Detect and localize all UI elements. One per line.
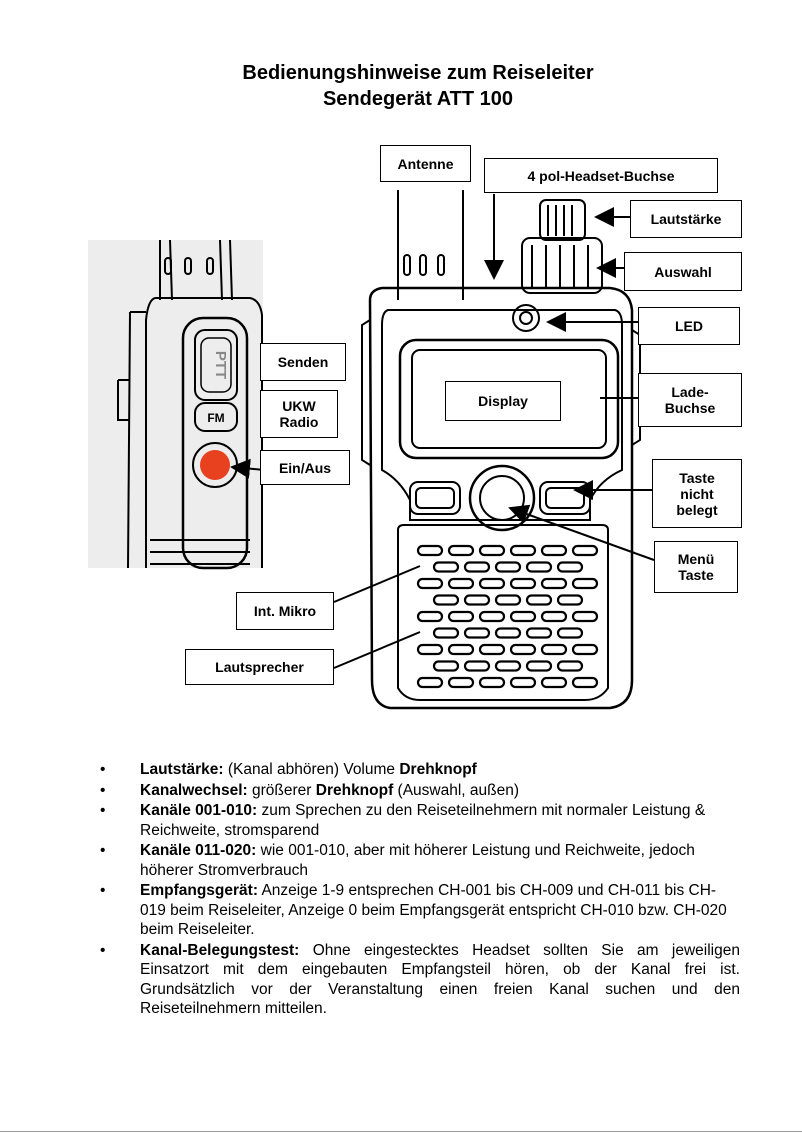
speaker-slot (494, 594, 522, 606)
speaker-slot (525, 660, 553, 672)
speaker-slot (509, 610, 537, 623)
fm-text: FM (207, 411, 224, 425)
speaker-slot (494, 627, 522, 639)
speaker-slot (432, 561, 460, 573)
bottom-rule (0, 1131, 802, 1132)
speaker-slot (540, 643, 568, 656)
speaker-slot (556, 660, 584, 672)
power-button (200, 450, 230, 480)
label-display: Display (445, 381, 561, 421)
list-item: •Kanäle 011-020: wie 001-010, aber mit h… (100, 842, 695, 879)
label-int-mikro: Int. Mikro (236, 592, 334, 630)
speaker-slot (478, 676, 506, 689)
speaker-slot (509, 643, 537, 656)
label-taste-nicht-belegt: Taste nicht belegt (652, 459, 742, 528)
list-item: •Kanal-Belegungstest: Ohne eingestecktes… (100, 941, 740, 1018)
label-headset-buchse: 4 pol-Headset-Buchse (484, 158, 718, 193)
speaker-grille (416, 544, 599, 689)
label-senden: Senden (260, 343, 346, 381)
speaker-slot (525, 561, 553, 573)
speaker-slot (556, 627, 584, 639)
label-ein-aus: Ein/Aus (260, 450, 350, 485)
speaker-slot (416, 544, 444, 557)
speaker-slot (509, 544, 537, 557)
speaker-slot (571, 676, 599, 689)
speaker-slot (556, 561, 584, 573)
speaker-slot (416, 577, 444, 590)
label-antenne: Antenne (380, 145, 471, 182)
ptt-text: PTT (212, 351, 229, 379)
instruction-list: •Lautstärke: (Kanal abhören) Volume Dreh… (100, 760, 740, 1020)
list-item: •Kanäle 001-010: zum Sprechen zu den Rei… (100, 802, 706, 839)
label-lade-buchse: Lade- Buchse (638, 373, 742, 427)
speaker-slot (571, 544, 599, 557)
speaker-slot (478, 643, 506, 656)
speaker-slot (447, 577, 475, 590)
speaker-slot (571, 610, 599, 623)
list-item: •Empfangsgerät: Anzeige 1-9 entsprechen … (100, 882, 727, 938)
speaker-slot (540, 577, 568, 590)
label-ukw-radio: UKW Radio (260, 390, 338, 438)
speaker-slot (432, 594, 460, 606)
speaker-slot (478, 610, 506, 623)
label-led: LED (638, 307, 740, 345)
page-subtitle: Sendegerät ATT 100 (322, 88, 514, 110)
speaker-slot (463, 561, 491, 573)
speaker-slot (447, 676, 475, 689)
list-item: •Kanalwechsel: größerer Drehknopf (Auswa… (100, 781, 520, 799)
speaker-slot (432, 627, 460, 639)
speaker-slot (556, 594, 584, 606)
speaker-slot (525, 627, 553, 639)
speaker-slot (463, 660, 491, 672)
page-title: Bedienungshinweise zum Reiseleiter (242, 62, 594, 84)
speaker-slot (463, 627, 491, 639)
label-lautstaerke: Lautstärke (630, 200, 742, 238)
speaker-slot (416, 643, 444, 656)
label-menue-taste: Menü Taste (654, 541, 738, 593)
speaker-slot (478, 544, 506, 557)
speaker-slot (447, 544, 475, 557)
speaker-slot (494, 561, 522, 573)
radio-illustration: PTT FM (88, 190, 655, 710)
speaker-slot (416, 610, 444, 623)
label-auswahl: Auswahl (624, 252, 742, 291)
speaker-slot (416, 676, 444, 689)
speaker-slot (509, 676, 537, 689)
speaker-slot (447, 610, 475, 623)
list-item: •Lautstärke: (Kanal abhören) Volume Dreh… (100, 761, 477, 778)
speaker-slot (525, 594, 553, 606)
speaker-slot (571, 643, 599, 656)
speaker-slot (463, 594, 491, 606)
speaker-slot (540, 544, 568, 557)
speaker-slot (447, 643, 475, 656)
speaker-slot (509, 577, 537, 590)
speaker-slot (432, 660, 460, 672)
speaker-slot (571, 577, 599, 590)
leader-lines (230, 194, 655, 669)
speaker-slot (494, 660, 522, 672)
speaker-slot (540, 676, 568, 689)
front-view (361, 190, 641, 710)
side-view (88, 239, 263, 570)
label-lautsprecher: Lautsprecher (185, 649, 334, 685)
speaker-slot (540, 610, 568, 623)
speaker-slot (478, 577, 506, 590)
